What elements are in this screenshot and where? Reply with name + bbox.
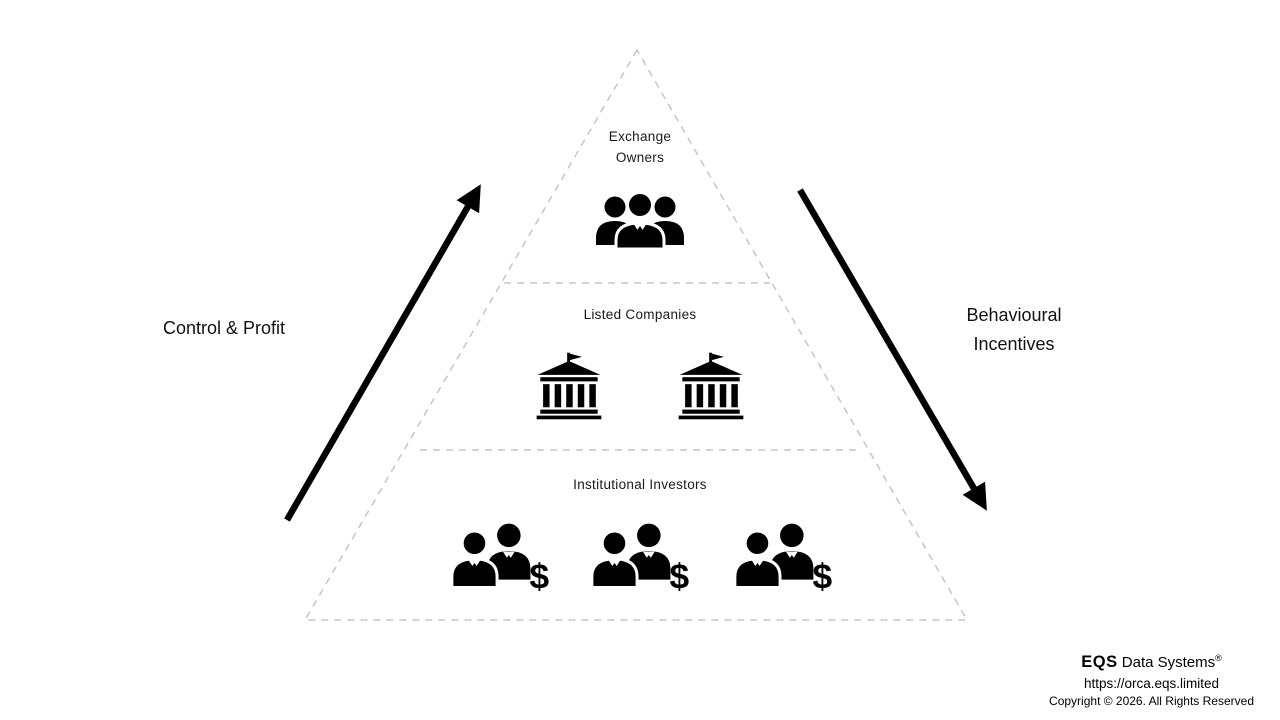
brand-name: Data Systems (1121, 654, 1216, 672)
control-profit-label: Control & Profit (163, 318, 286, 338)
tier-label-institutional-investors: Institutional Investors (573, 477, 707, 492)
behavioural-incentives-arrow (797, 188, 987, 511)
dollar-sign-glyph: $ (669, 557, 689, 594)
investor-group-dollar-icon: $ (586, 520, 694, 594)
control-profit-arrow (284, 184, 481, 522)
bank-building-icon (532, 350, 606, 422)
bank-building-icon (674, 350, 748, 422)
behavioural-incentives-label: Behavioural Incentives (966, 305, 1062, 355)
footer-url: https://orca.eqs.limited (1083, 676, 1220, 691)
tier-label-listed-companies: Listed Companies (583, 307, 697, 322)
registered-mark: ® (1215, 653, 1222, 664)
investor-group-dollar-icon: $ (729, 520, 837, 594)
pyramid-outline (303, 48, 969, 621)
dollar-sign-glyph: $ (812, 557, 832, 594)
footer-copyright: Copyright © 2026. All Rights Reserved (1049, 694, 1254, 708)
tier-label-exchange-owners: Exchange Owners (608, 129, 672, 165)
footer: EQS Data Systems® https://orca.eqs.limit… (1049, 653, 1254, 708)
dollar-sign-glyph: $ (529, 557, 549, 594)
investor-group-dollar-icon: $ (446, 520, 554, 594)
brand-line: EQS Data Systems® (1049, 653, 1254, 673)
eqs-logo: EQS (1081, 653, 1118, 672)
people-group-icon (588, 189, 692, 255)
